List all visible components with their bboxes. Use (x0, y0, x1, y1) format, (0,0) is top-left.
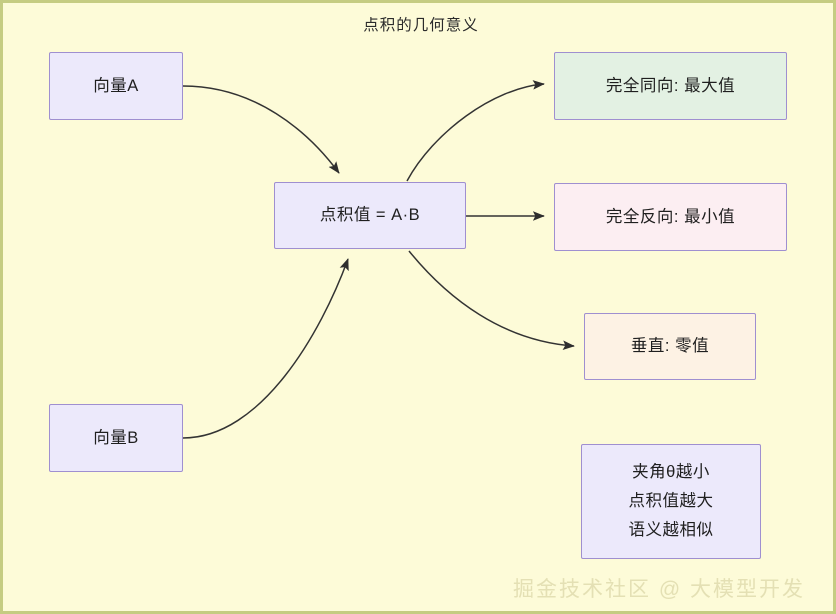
edge-dot-value-to-same-direction (406, 80, 545, 182)
node-vector-b[interactable]: 向量B (49, 404, 183, 472)
node-perpendicular-label: 垂直: 零值 (630, 337, 710, 356)
node-same-direction[interactable]: 完全同向: 最大值 (554, 52, 787, 120)
edge-vector-a-to-dot-value (182, 85, 340, 174)
node-opposite-direction-label: 完全反向: 最小值 (605, 207, 736, 226)
node-summary-line-1: 夹角θ越小 (632, 463, 710, 482)
node-vector-b-label: 向量B (93, 428, 139, 447)
node-dot-product-value-label: 点积值 = A·B (319, 206, 421, 225)
node-perpendicular[interactable]: 垂直: 零值 (584, 313, 756, 380)
node-summary-line-3: 语义越相似 (628, 520, 714, 539)
diagram-edges-layer (182, 80, 575, 439)
node-dot-product-value[interactable]: 点积值 = A·B (274, 182, 466, 249)
node-opposite-direction[interactable]: 完全反向: 最小值 (554, 183, 787, 251)
watermark: 掘金技术社区 @ 大模型开发 (513, 578, 805, 601)
node-summary[interactable]: 夹角θ越小 点积值越大 语义越相似 (581, 444, 761, 559)
edge-vector-b-to-dot-value (182, 258, 349, 439)
edge-dot-value-to-perpendicular (408, 250, 575, 351)
node-summary-line-2: 点积值越大 (628, 492, 714, 511)
node-vector-a-label: 向量A (93, 76, 139, 95)
node-same-direction-label: 完全同向: 最大值 (605, 76, 736, 95)
page-title: 点积的几何意义 (363, 17, 479, 34)
node-vector-a[interactable]: 向量A (49, 52, 183, 120)
